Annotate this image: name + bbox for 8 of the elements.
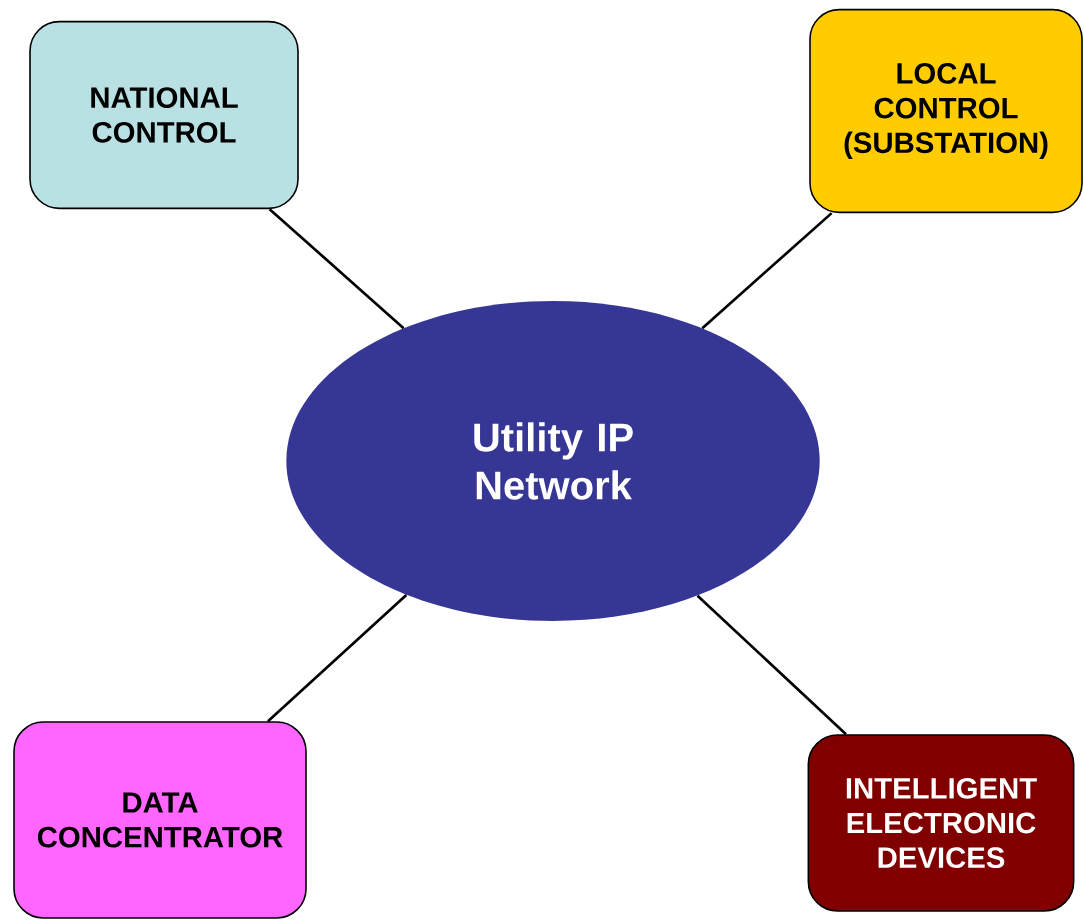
connector-line — [268, 208, 405, 330]
process-box: INTELLIGENT ELECTRONIC DEVICES — [807, 734, 1075, 912]
connector-line — [696, 594, 847, 736]
connector-line — [267, 593, 408, 723]
connector-line — [701, 212, 833, 330]
process-box: NATIONAL CONTROL — [29, 20, 299, 210]
process-box: LOCAL CONTROL (SUBSTATION) — [809, 8, 1083, 214]
process-box: DATA CONCENTRATOR — [13, 721, 307, 919]
